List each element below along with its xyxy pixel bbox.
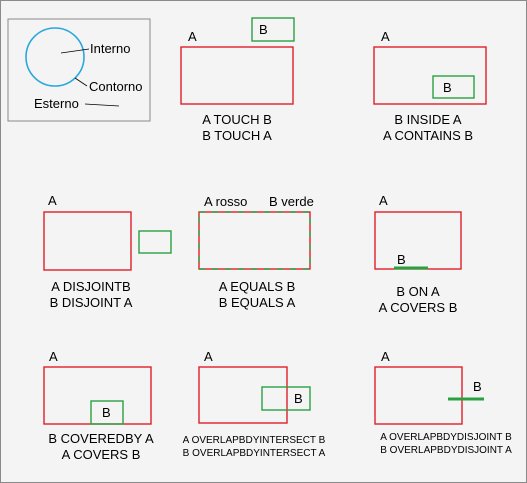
overlap-disjoint-label-a: A [381,349,390,364]
disjoint-caption-line1: A DISJOINTB [51,279,131,294]
overlap-intersect-caption: A OVERLAPBDYINTERSECT B B OVERLAPBDYINTE… [169,434,339,460]
inside-set-a [373,46,487,105]
overlap-intersect-set-b [261,386,311,411]
equals-set-b [198,211,311,270]
touch-set-a [180,46,294,105]
inside-caption-line1: B INSIDE A [394,112,462,127]
legend-circle [25,27,85,87]
disjoint-caption: A DISJOINTB B DISJOINT A [41,279,141,311]
equals-label-b: B verde [269,194,314,209]
equals-caption-line1: A EQUALS B [218,279,296,294]
interior-pointer [60,48,90,54]
equals-label-a: A rosso [204,194,248,209]
on-label-a: A [379,193,388,208]
overlap-intersect-label-b: B [294,391,303,406]
overlap-intersect-set-a [198,366,288,424]
overlap-intersect-label-a: A [204,349,213,364]
coveredby-caption: B COVEREDBY A A COVERS B [41,431,161,463]
disjoint-caption-line2: B DISJOINT A [49,295,133,310]
coveredby-caption-line2: A COVERS B [61,447,141,462]
inside-caption-line2: A CONTAINS B [382,128,474,143]
inside-set-b [432,75,475,99]
inside-label-b: B [443,80,452,95]
legend-exterior-label: Esterno [34,96,79,111]
overlap-intersect-caption-line2: B OVERLAPBDYINTERSECT A [182,448,326,459]
overlap-disjoint-set-a [374,366,463,425]
inside-caption: B INSIDE A A CONTAINS B [373,112,483,144]
on-set-a [374,211,462,270]
overlap-disjoint-caption: A OVERLAPBDYDISJOINT B B OVERLAPBDYDISJO… [370,431,522,457]
touch-label-b: B [259,22,268,37]
coveredby-set-a [43,366,152,425]
coveredby-set-b [90,400,124,425]
on-label-b: B [397,252,406,267]
coveredby-caption-line1: B COVEREDBY A [48,431,154,446]
overlap-disjoint-label-b: B [473,379,482,394]
coveredby-label-a: A [49,349,58,364]
legend-frame [7,18,151,122]
boundary-pointer [74,77,88,87]
coveredby-label-b: B [102,405,111,420]
inside-label-a: A [381,29,390,44]
legend-interior-label: Interno [90,41,131,56]
touch-caption: A TOUCH B B TOUCH A [187,112,287,144]
overlap-disjoint-caption-line2: B OVERLAPBDYDISJOINT A [380,445,512,456]
disjoint-set-a [43,211,132,271]
legend-boundary-label: Contorno [89,79,143,94]
on-caption: B ON A A COVERS B [373,284,463,316]
disjoint-set-b [138,230,172,254]
on-caption-line1: B ON A [396,284,440,299]
disjoint-label-a: A [48,193,57,208]
equals-set-a [198,211,311,270]
overlap-intersect-caption-line1: A OVERLAPBDYINTERSECT B [182,435,326,446]
equals-caption: A EQUALS B B EQUALS A [207,279,307,311]
touch-label-a: A [188,29,197,44]
touch-set-b [251,17,295,42]
touch-caption-line2: B TOUCH A [202,128,272,143]
touch-caption-line1: A TOUCH B [202,112,272,127]
on-caption-line2: A COVERS B [378,300,458,315]
equals-caption-line2: B EQUALS A [218,295,296,310]
exterior-pointer [84,103,120,107]
overlap-disjoint-caption-line1: A OVERLAPBDYDISJOINT B [380,432,512,443]
